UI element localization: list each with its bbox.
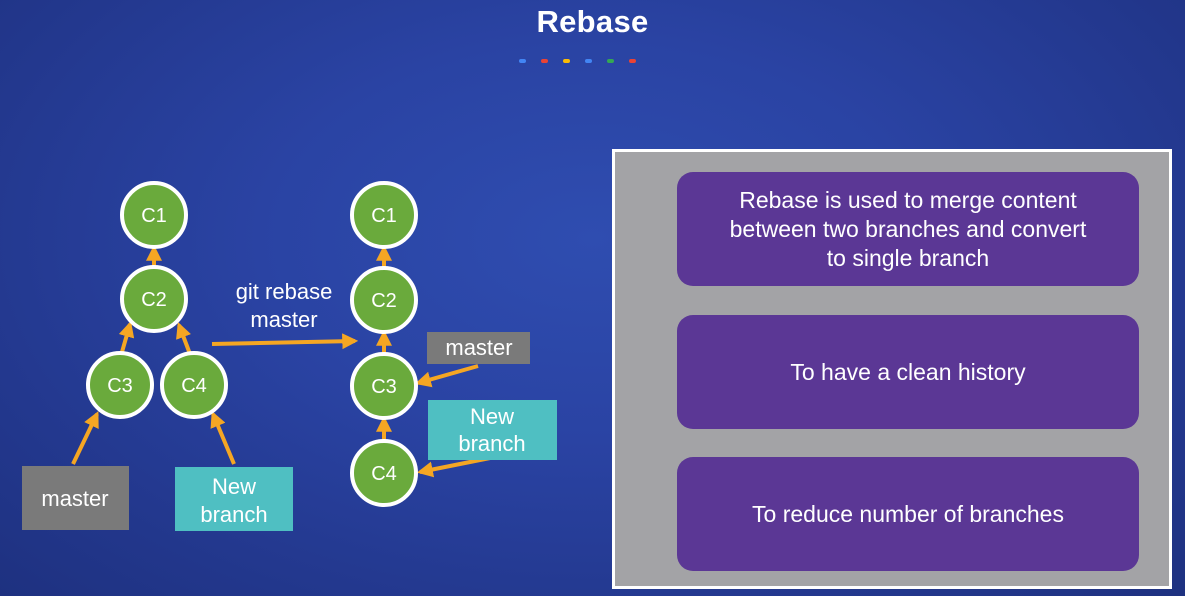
benefit-line: between two branches and convert <box>729 215 1087 242</box>
title-dot <box>629 59 636 63</box>
commit-node <box>350 352 418 420</box>
arrow-c3-to-c2 <box>118 320 135 353</box>
benefit-line: To reduce number of branches <box>752 500 1064 527</box>
title-dot <box>519 59 526 63</box>
benefits-panel: Rebase is used to merge content between … <box>612 149 1172 589</box>
arrow-master-to-c3 <box>71 411 99 465</box>
new-branch-pointer-box <box>175 467 293 531</box>
new-branch-pointer-label: New <box>212 474 256 499</box>
commit-node <box>350 266 418 334</box>
commit-label: C4 <box>181 375 207 397</box>
title-underline-dots <box>519 59 636 65</box>
before-rebase-graph: C1 C2 C3 C4 master New branch <box>22 181 293 531</box>
master-pointer-box <box>22 466 129 530</box>
commit-label: C2 <box>371 290 397 312</box>
commit-node <box>160 351 228 419</box>
new-branch-pointer-label: New <box>470 404 514 429</box>
arrow-branch-to-c4 <box>416 456 491 478</box>
benefit-line: To have a clean history <box>790 358 1026 385</box>
arrow-branch-to-c4 <box>210 411 236 465</box>
command-text: git rebase <box>236 279 333 304</box>
benefit-card: To have a clean history <box>677 315 1139 429</box>
new-branch-pointer-label: branch <box>458 431 525 456</box>
title-dot <box>563 59 570 63</box>
title-dot <box>541 59 548 63</box>
rebase-diagram: C1 C2 C3 C4 master New branch git rebase… <box>22 181 557 531</box>
benefit-line: Rebase is used to merge content <box>739 186 1077 213</box>
master-pointer-label: master <box>41 486 108 511</box>
commit-label: C1 <box>371 205 397 227</box>
commit-node <box>120 181 188 249</box>
commit-label: C3 <box>371 376 397 398</box>
command-text: master <box>250 307 317 332</box>
commit-label: C1 <box>141 205 167 227</box>
title-dot <box>585 59 592 63</box>
rebase-command: git rebase master <box>211 279 359 350</box>
transition-arrow <box>211 333 359 350</box>
commit-node <box>86 351 154 419</box>
commit-label: C4 <box>371 463 397 485</box>
commit-node <box>120 265 188 333</box>
benefit-card: To reduce number of branches <box>677 457 1139 571</box>
benefit-card: Rebase is used to merge content between … <box>677 172 1139 286</box>
commit-label: C2 <box>141 289 167 311</box>
arrow-c4-to-c2 <box>176 322 192 355</box>
commit-label: C3 <box>107 375 133 397</box>
master-pointer-label: master <box>445 335 512 360</box>
page-title: Rebase <box>536 4 649 39</box>
benefit-line: to single branch <box>826 244 990 271</box>
commit-node <box>350 181 418 249</box>
title-dot <box>607 59 614 63</box>
after-rebase-graph: C1 C2 C3 C4 master New branch <box>350 181 557 507</box>
master-pointer-box <box>427 332 530 364</box>
new-branch-pointer-label: branch <box>200 502 267 527</box>
benefit-text: Rebase is used to merge content between … <box>730 186 1087 273</box>
commit-node <box>350 439 418 507</box>
arrow-master-to-c3 <box>414 364 479 388</box>
new-branch-pointer-box <box>428 400 557 460</box>
